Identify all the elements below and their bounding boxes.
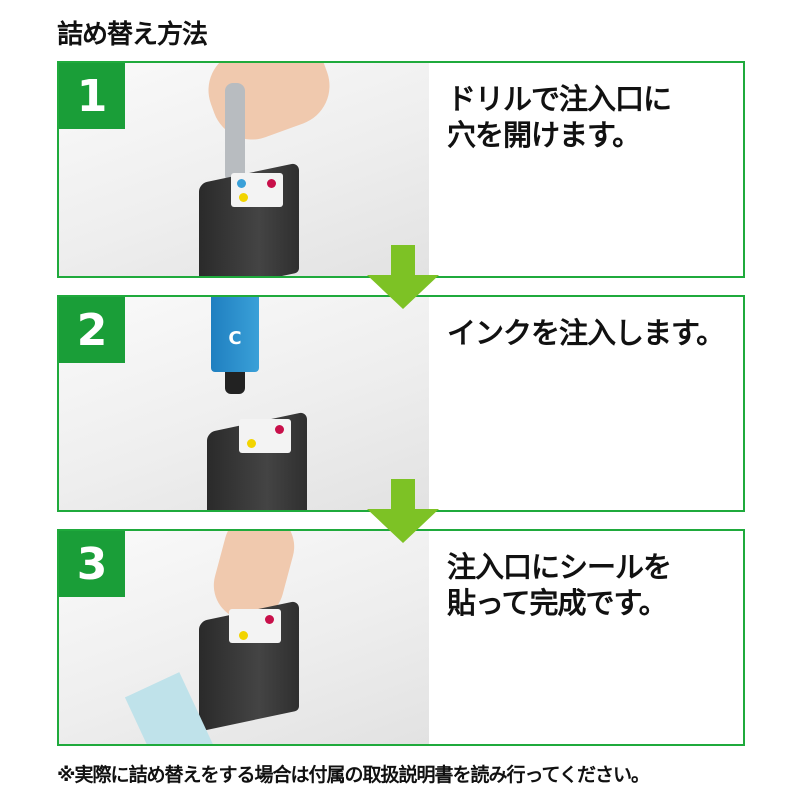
step-number: 2 (59, 297, 125, 363)
cartridge-label (239, 419, 291, 453)
drill-tool (225, 83, 245, 183)
arrow-down-icon (367, 479, 439, 543)
step-text: 注入口にシールを 貼って完成です。 (447, 550, 672, 620)
footer-note: ※実際に詰め替えをする場合は付属の取扱説明書を読み行ってください。 (57, 764, 650, 786)
page-title: 詰め替え方法 (57, 20, 208, 50)
bottle-label: C (228, 328, 242, 349)
bottle-nozzle (225, 372, 245, 394)
hand (197, 63, 341, 151)
cartridge-label (229, 609, 281, 643)
cartridge-label (231, 173, 283, 207)
step-3-panel: 3 注入口にシールを 貼って完成です。 (57, 529, 745, 746)
step-number: 3 (59, 531, 125, 597)
arrow-down-icon (367, 245, 439, 309)
step-text: インクを注入します。 (447, 316, 725, 350)
step-1-panel: 1 ドリルで注入口に 穴を開けます。 (57, 61, 745, 278)
step-text: ドリルで注入口に 穴を開けます。 (447, 82, 672, 152)
ink-bottle: C (211, 297, 259, 372)
step-number: 1 (59, 63, 125, 129)
